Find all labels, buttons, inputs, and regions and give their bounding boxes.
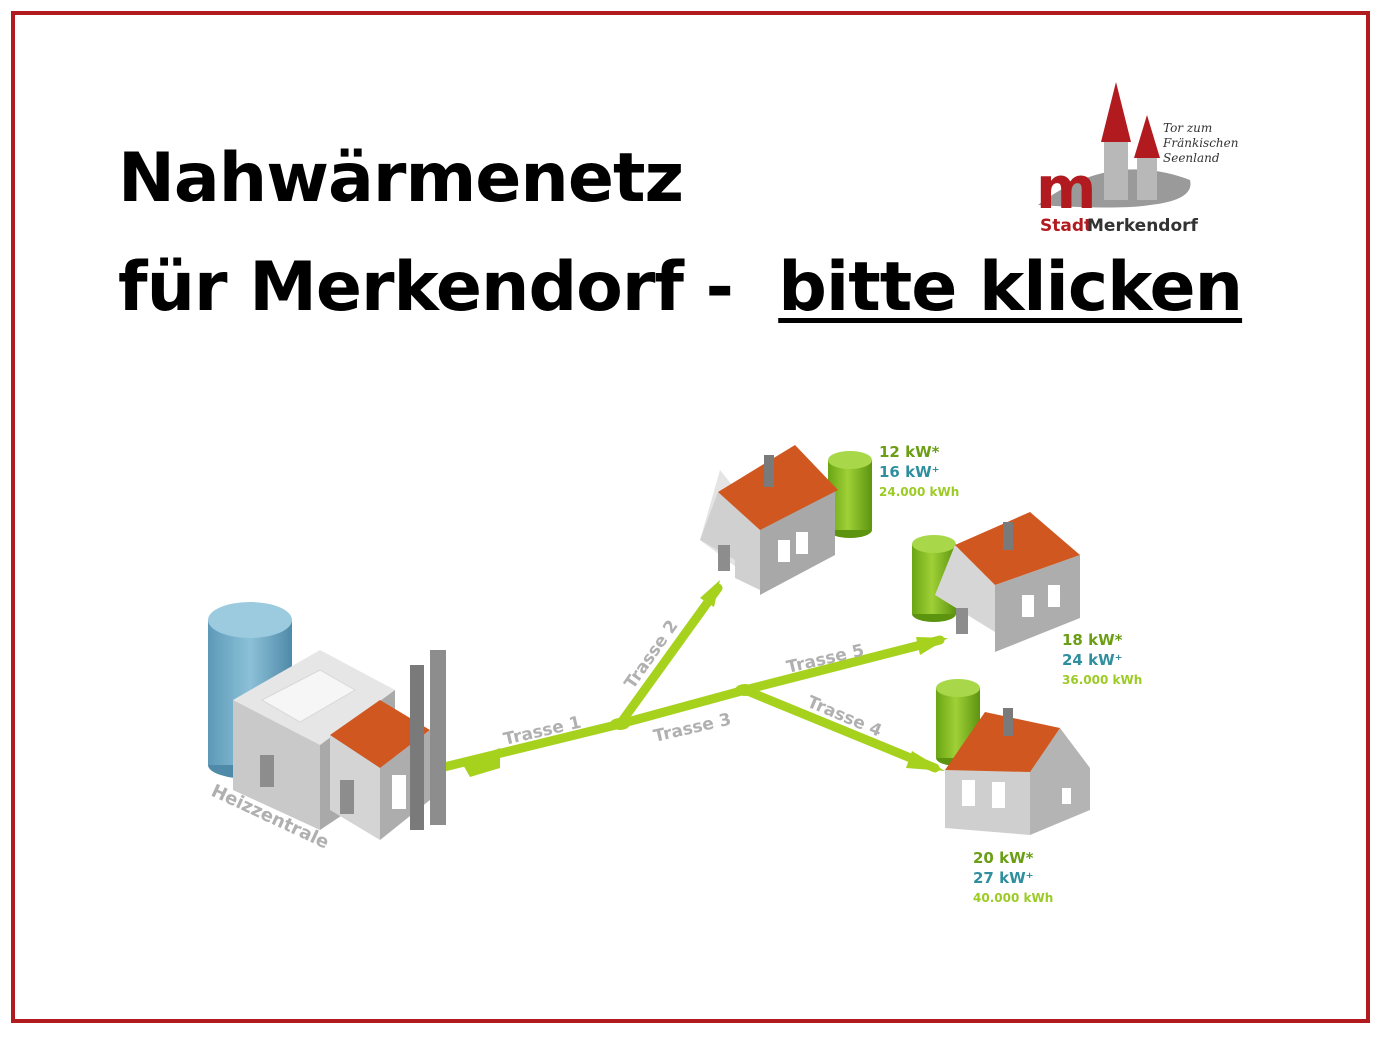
house-1-door [718, 545, 730, 571]
pipe-network [435, 583, 945, 773]
logo-name-main: Merkendorf [1087, 216, 1199, 236]
logo-tower-left [1104, 140, 1128, 200]
arrow-trasse-5 [916, 637, 948, 655]
pipe-trasse-3 [615, 685, 750, 729]
plant-wall-left [233, 700, 320, 830]
house-3-wall-front [945, 770, 1030, 835]
house-2-door [956, 608, 968, 634]
pipe-arrows [462, 580, 948, 777]
boiler-window [392, 775, 406, 809]
house-3-window-1 [962, 780, 975, 806]
house-3-kw-plus: 27 kW⁺ [973, 869, 1034, 887]
house-1-window-1 [778, 540, 790, 562]
house-3-chimney [1003, 708, 1013, 736]
house-2-window-2 [1048, 585, 1060, 607]
house-3-window-3 [1062, 788, 1071, 804]
house-1-kw-plus: 16 kW⁺ [879, 463, 940, 481]
junction-1 [610, 718, 630, 730]
chimney-1 [410, 665, 424, 830]
house-1-kw-star: 12 kW* [879, 443, 940, 461]
house-1-kwh: 24.000 kWh [879, 485, 959, 499]
house-1-chimney [764, 455, 774, 487]
blue-tank-top [208, 602, 292, 638]
house-2-chimney [1003, 522, 1013, 550]
plant-door [260, 755, 274, 787]
house-3: 20 kW* 27 kW⁺ 40.000 kWh [936, 679, 1090, 905]
house-2-wall-right [995, 555, 1080, 652]
house-1-roof [718, 445, 838, 530]
house-2: 18 kW* 24 kW⁺ 36.000 kWh [912, 512, 1142, 687]
stadt-merkendorf-logo: m Stadt Merkendorf Tor zum Fränkischen S… [1036, 82, 1239, 236]
logo-name-prefix: Stadt [1040, 216, 1092, 236]
heizzentrale: Heizzentrale [208, 602, 446, 853]
house-3-wall-side [1030, 728, 1090, 835]
house-2-kw-plus: 24 kW⁺ [1062, 651, 1123, 669]
house-2-kw-star: 18 kW* [1062, 631, 1123, 649]
title-line-2: für Merkendorf - bitte klicken [118, 254, 1243, 322]
logo-tagline-1: Tor zum [1163, 121, 1212, 135]
boiler-door [340, 780, 354, 814]
title-line-1: Nahwärmenetz [118, 139, 684, 218]
pipe-trasse-5 [740, 635, 945, 695]
house-3-kwh: 40.000 kWh [973, 891, 1053, 905]
pipe-trasse-4 [740, 685, 940, 773]
house-1-tank-top [828, 451, 872, 469]
logo-tower-right [1137, 155, 1157, 200]
arrow-trasse-4 [906, 751, 945, 771]
junction-2 [735, 684, 755, 696]
arrow-trasse-2 [700, 580, 720, 607]
house-3-window-2 [992, 782, 1005, 808]
house-1-wall-left [700, 492, 760, 590]
house-2-kwh: 36.000 kWh [1062, 673, 1142, 687]
route-labels: Trasse 1 Trasse 2 Trasse 3 Trasse 4 Tras… [502, 617, 885, 750]
chimney-2 [430, 650, 446, 825]
house-3-roof [945, 712, 1060, 772]
arrow-trasse-1 [462, 748, 500, 777]
logo-letter-m: m [1036, 154, 1096, 222]
house-1-tank [828, 460, 872, 530]
bitte-klicken-link[interactable]: bitte klicken [778, 248, 1243, 327]
house-2-tank-top [912, 535, 956, 553]
house-3-tank-top [936, 679, 980, 697]
house-1-window-2 [796, 532, 808, 554]
house-2-roof [955, 512, 1080, 585]
boiler-roof [330, 700, 430, 768]
plant-skylight [260, 669, 357, 723]
house-3-kw-star: 20 kW* [973, 849, 1034, 867]
logo-spire-right [1134, 115, 1160, 158]
pipe-trasse-2 [615, 583, 723, 729]
logo-spire-left [1101, 82, 1131, 142]
house-1: 12 kW* 16 kW⁺ 24.000 kWh [700, 443, 959, 595]
house-2-window-1 [1022, 595, 1034, 617]
logo-tagline-2: Fränkischen [1162, 136, 1239, 150]
title-prefix: für Merkendorf - [118, 248, 779, 327]
logo-tagline-3: Seenland [1163, 151, 1220, 165]
house-2-wall-left [935, 545, 995, 632]
